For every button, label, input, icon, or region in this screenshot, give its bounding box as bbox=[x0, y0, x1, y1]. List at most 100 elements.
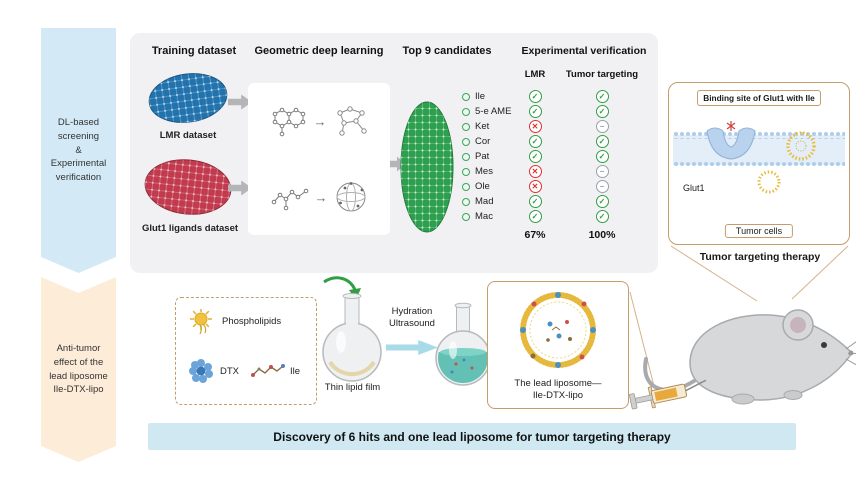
dtx-label: DTX bbox=[220, 366, 239, 377]
check-mark-icon: ✓ bbox=[595, 90, 609, 103]
verification-mark-row: ✓ bbox=[516, 89, 554, 104]
candidate-row: Pat bbox=[462, 149, 511, 164]
liposome-on-membrane-icon bbox=[786, 131, 816, 161]
candidate-bullet-icon bbox=[462, 122, 470, 131]
mouse-front-foot bbox=[783, 390, 803, 400]
verification-mark-row: ✓ bbox=[554, 194, 650, 209]
candidate-row: Ole bbox=[462, 179, 511, 194]
candidate-row: Ile bbox=[462, 89, 511, 104]
candidate-name: Pat bbox=[475, 151, 490, 162]
verification-mark-row: ✓ bbox=[554, 149, 650, 164]
glut1-dataset-label: Glut1 ligands dataset bbox=[141, 223, 239, 234]
tumor-marks: ✓ ✓ − ✓ ✓ − − ✓ ✓ bbox=[554, 89, 650, 224]
candidate-bullet-icon bbox=[462, 197, 470, 206]
conclusion-banner: Discovery of 6 hits and one lead liposom… bbox=[148, 423, 796, 450]
check-mark-icon: ✓ bbox=[595, 135, 609, 148]
candidate-name: Ole bbox=[475, 181, 490, 192]
lmr-success-rate: 67% bbox=[524, 229, 546, 241]
liposome-structure-icon bbox=[520, 292, 596, 368]
minus-mark-icon: − bbox=[595, 165, 609, 178]
mouse-whiskers bbox=[845, 341, 856, 366]
candidate-row: Mes bbox=[462, 164, 511, 179]
geometric-deep-learning-header: Geometric deep learning bbox=[254, 45, 384, 57]
graph-representation-icon bbox=[336, 106, 367, 136]
candidate-name: 5-e AME bbox=[475, 106, 512, 117]
cell-membrane-illustration bbox=[673, 121, 845, 194]
mouse-tail bbox=[643, 357, 696, 392]
check-mark-icon: ✓ bbox=[595, 105, 609, 118]
thin-lipid-film-label: Thin lipid film bbox=[324, 382, 381, 393]
check-mark-icon: ✓ bbox=[528, 195, 542, 208]
gdl-row-molecule-to-sphere: → bbox=[248, 159, 390, 235]
verification-mark-row: ✓ bbox=[516, 149, 554, 164]
hydration-ultrasound-label: Hydration Ultrasound bbox=[389, 306, 435, 329]
verification-mark-row: ✓ bbox=[516, 194, 554, 209]
mouse-hind-foot bbox=[731, 393, 755, 405]
verification-mark-row: − bbox=[554, 164, 650, 179]
binding-site-title: Binding site of Glut1 with Ile bbox=[697, 90, 821, 106]
dtx-icon bbox=[189, 359, 213, 383]
candidate-name: Ket bbox=[475, 121, 490, 132]
syringe-icon bbox=[628, 379, 707, 410]
verification-mark-row: ✕ bbox=[516, 179, 554, 194]
binding-site-panel: Binding site of Glut1 with Ile Glut1 Tum… bbox=[668, 82, 850, 245]
molecule-structure-icon bbox=[272, 107, 305, 137]
check-mark-icon: ✓ bbox=[528, 90, 542, 103]
check-mark-icon: ✓ bbox=[595, 210, 609, 223]
lmr-dataset-label: LMR dataset bbox=[159, 130, 217, 141]
candidate-bullet-icon bbox=[462, 137, 470, 146]
candidate-row: Cor bbox=[462, 134, 511, 149]
candidate-row: Mad bbox=[462, 194, 511, 209]
verification-mark-row: ✓ bbox=[554, 209, 650, 224]
cross-mark-icon: ✕ bbox=[528, 120, 542, 133]
ile-ligand-icon bbox=[726, 121, 736, 131]
phospholipid-icon bbox=[190, 309, 212, 335]
glut1-dataset-mesh-icon bbox=[144, 159, 232, 215]
glut1-label: Glut1 bbox=[683, 183, 705, 193]
candidate-name: Ile bbox=[475, 91, 486, 102]
ribbon-anti-tumor: Anti-tumor effect of the lead liposome I… bbox=[41, 277, 116, 462]
ile-molecule-icon bbox=[251, 364, 285, 377]
lmr-marks: ✓✓✕✓✓✕✕✓✓ bbox=[516, 89, 554, 224]
verification-mark-row: ✓ bbox=[516, 104, 554, 119]
check-mark-icon: ✓ bbox=[595, 195, 609, 208]
sphere-embedding-icon bbox=[336, 182, 365, 212]
verification-mark-row: ✓ bbox=[516, 209, 554, 224]
tumor-success-rate: 100% bbox=[588, 229, 616, 241]
mouse-eye bbox=[821, 342, 827, 348]
verification-mark-row: − bbox=[554, 119, 650, 134]
verification-mark-row: ✓ bbox=[554, 104, 650, 119]
conclusion-banner-text: Discovery of 6 hits and one lead liposom… bbox=[273, 429, 671, 444]
top-candidates-header: Top 9 candidates bbox=[402, 45, 492, 57]
candidate-name: Mad bbox=[475, 196, 494, 207]
candidate-bullet-icon bbox=[462, 182, 470, 191]
thin-lipid-film-flask-icon bbox=[322, 293, 382, 382]
tumor-cells-label: Tumor cells bbox=[724, 224, 794, 238]
check-mark-icon: ✓ bbox=[528, 135, 542, 148]
candidate-row: 5-e AME bbox=[462, 104, 511, 119]
lmr-column-header: LMR bbox=[524, 69, 546, 80]
ribbon-dl-screening: DL-based screening & Experimental verifi… bbox=[41, 28, 116, 273]
candidate-name: Mac bbox=[475, 211, 493, 222]
candidate-bullet-icon bbox=[462, 212, 470, 221]
training-dataset-header: Training dataset bbox=[151, 45, 237, 57]
check-mark-icon: ✓ bbox=[595, 150, 609, 163]
lead-liposome-caption: The lead liposome— Ile-DTX-lipo bbox=[514, 378, 602, 401]
ile-label: Ile bbox=[290, 366, 301, 377]
minus-mark-icon: − bbox=[595, 120, 609, 133]
verification-mark-row: ✕ bbox=[516, 164, 554, 179]
screening-pipeline-panel: Training dataset Geometric deep learning… bbox=[130, 33, 658, 273]
mouse-illustration bbox=[643, 309, 856, 405]
ingredients-legend-box: Phospholipids DTX Ile bbox=[175, 297, 317, 405]
mouse-body bbox=[689, 314, 853, 401]
experimental-verification-header: Experimental verification bbox=[521, 45, 647, 57]
gdl-arrow-icon: → bbox=[314, 189, 328, 205]
internalized-liposome-icon bbox=[757, 170, 781, 194]
lmr-dataset-mesh-icon bbox=[148, 73, 228, 123]
minus-mark-icon: − bbox=[595, 180, 609, 193]
mouse-nose bbox=[848, 350, 854, 356]
candidate-row: Ket bbox=[462, 119, 511, 134]
check-mark-icon: ✓ bbox=[528, 210, 542, 223]
